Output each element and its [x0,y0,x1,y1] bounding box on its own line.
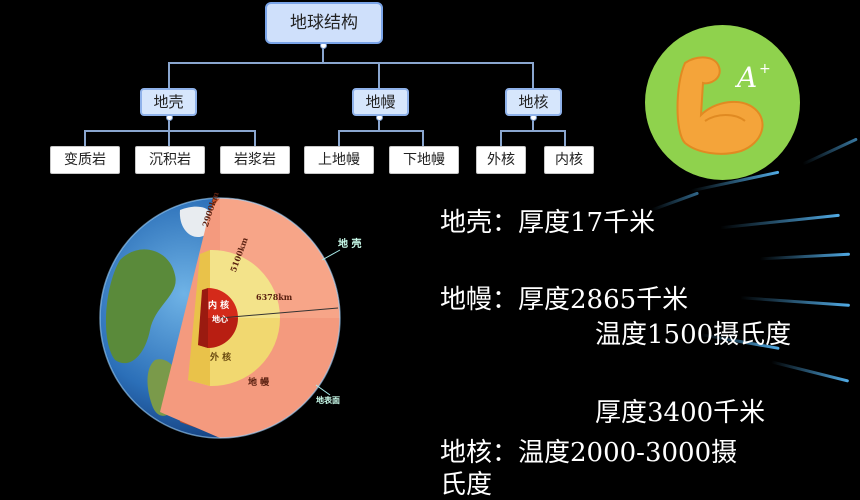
info-core: 地核：温度2000-3000摄 [440,438,738,468]
info-mantle: 地幔：厚度2865千米 [440,285,689,315]
info-core-wrap: 氏度 [440,470,493,500]
svg-text:+: + [759,61,771,77]
label-surface: 地表面 [316,395,340,405]
tree-leaf-upper-mantle[interactable]: 上地幔 [304,146,374,174]
tree-node-mantle[interactable]: 地幔 [352,88,409,116]
earth-cross-section: 地 壳 地 幔 外 核 内 核 地心 地表面 2900km 5100km 637… [60,190,390,445]
label-inner-core: 内 核 [208,301,230,311]
label-outer-core: 外 核 [210,353,232,363]
tree-leaf-sedimentary[interactable]: 沉积岩 [135,146,205,174]
label-mantle: 地 幔 [248,378,270,388]
label-center: 地心 [212,314,228,324]
tree-leaf-igneous[interactable]: 岩浆岩 [220,146,290,174]
tree-leaf-metamorphic[interactable]: 变质岩 [50,146,120,174]
app-logo: A + [645,25,800,180]
tree-leaf-inner-core[interactable]: 内核 [544,146,594,174]
tree-leaf-outer-core[interactable]: 外核 [476,146,526,174]
info-mantle-temp: 温度1500摄氏度 [595,320,792,350]
label-crust: 地 壳 [338,239,362,250]
label-radius-6378: 6378km [256,292,293,302]
tree-root-node[interactable]: 地球结构 [265,2,383,44]
tree-leaf-lower-mantle[interactable]: 下地幔 [389,146,459,174]
tree-node-core[interactable]: 地核 [505,88,562,116]
tree-node-crust[interactable]: 地壳 [140,88,197,116]
flexed-arm-icon: A + [676,56,771,155]
info-crust: 地壳：厚度17千米 [440,208,656,238]
info-core-thickness: 厚度3400千米 [595,398,766,428]
svg-text:A: A [734,61,757,94]
